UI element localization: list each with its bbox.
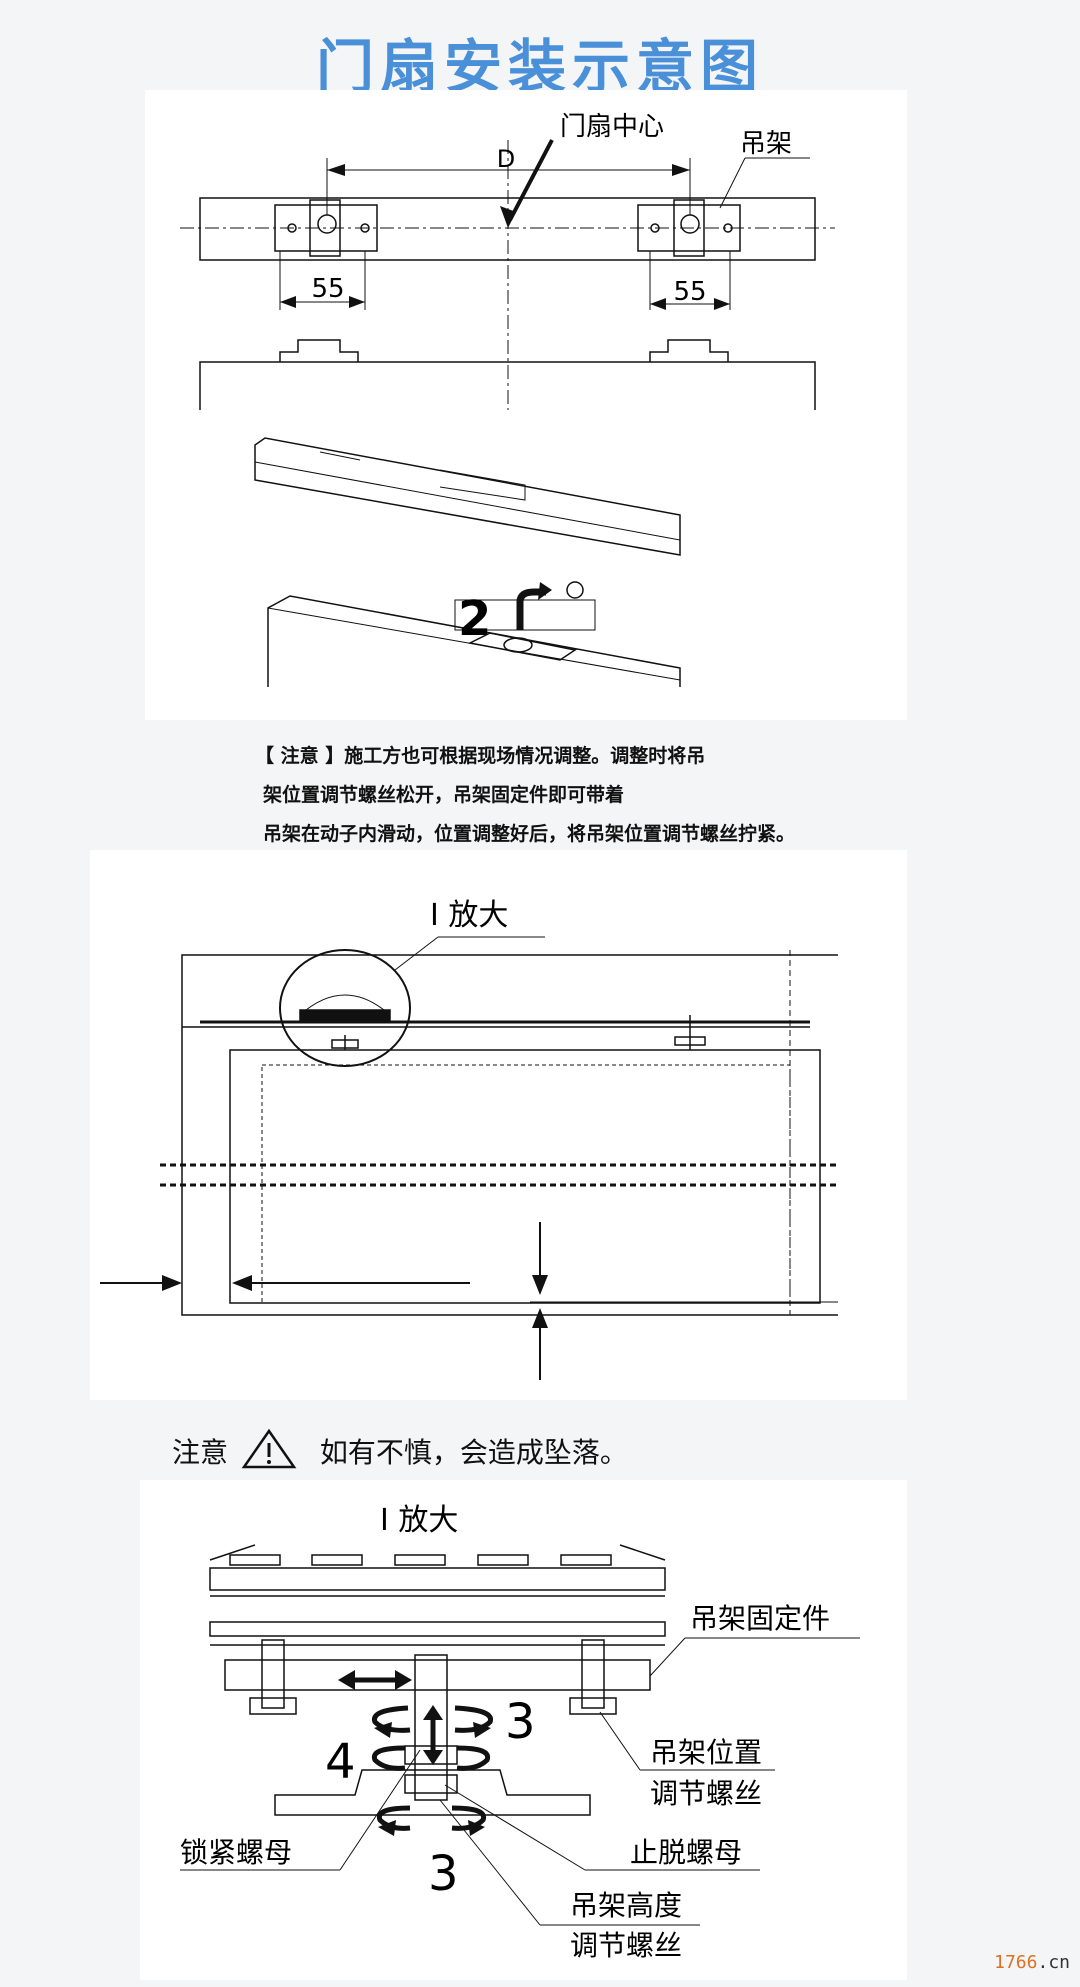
installation-note: 【 注意 】施工方也可根据现场情况调整。调整时将吊 架位置调节螺丝松开，吊架固定… [255, 737, 955, 854]
page-title: 门扇安装示意图 [315, 33, 764, 101]
step-2-label: 2 [458, 591, 491, 647]
note-line-1: 【 注意 】施工方也可根据现场情况调整。调整时将吊 [255, 745, 706, 767]
position-screw-label-2: 调节螺丝 [650, 1777, 762, 1810]
site-watermark: 1766.cn [994, 1952, 1070, 1973]
position-screw-label-1: 吊架位置 [650, 1736, 762, 1769]
right-spacing-label: 55 [673, 277, 706, 307]
height-screw-label-1: 吊架高度 [570, 1889, 682, 1922]
step-3-lower-label: 3 [428, 1846, 459, 1902]
figure-1-drawing: D 门扇中心 吊架 55 55 2 [180, 112, 835, 687]
step-3-upper-label: 3 [505, 1694, 536, 1750]
dimension-d-label: D [497, 145, 515, 173]
zoom-detail-title: I 放大 [380, 1503, 458, 1538]
note-line-3: 吊架在动子内滑动，位置调整好后，将吊架位置调节螺丝拧紧。 [263, 823, 796, 845]
zoom-callout-label: I 放大 [430, 898, 508, 933]
hanger-label: 吊架 [740, 129, 792, 159]
left-spacing-label: 55 [311, 274, 344, 304]
stop-nut-label: 止脱螺母 [630, 1836, 742, 1869]
warning-prefix: 注意 [172, 1436, 229, 1469]
hanger-fixing-label: 吊架固定件 [690, 1602, 830, 1635]
warning-triangle-icon [241, 1428, 297, 1469]
figure-2-drawing: I 放大 [100, 898, 840, 1380]
door-center-label: 门扇中心 [560, 112, 664, 142]
height-screw-label-2: 调节螺丝 [570, 1929, 682, 1962]
step-4-label: 4 [325, 1734, 356, 1790]
note-line-2: 架位置调节螺丝松开，吊架固定件即可带着 [263, 784, 625, 806]
warning-line: 注意 如有不慎，会造成坠落。 [172, 1428, 628, 1471]
lock-nut-label: 锁紧螺母 [180, 1836, 292, 1869]
warning-text: 如有不慎，会造成坠落。 [319, 1436, 628, 1469]
figure-1-panel [145, 90, 907, 720]
figure-2-panel [90, 850, 907, 1400]
figure-3-panel [140, 1480, 907, 1980]
